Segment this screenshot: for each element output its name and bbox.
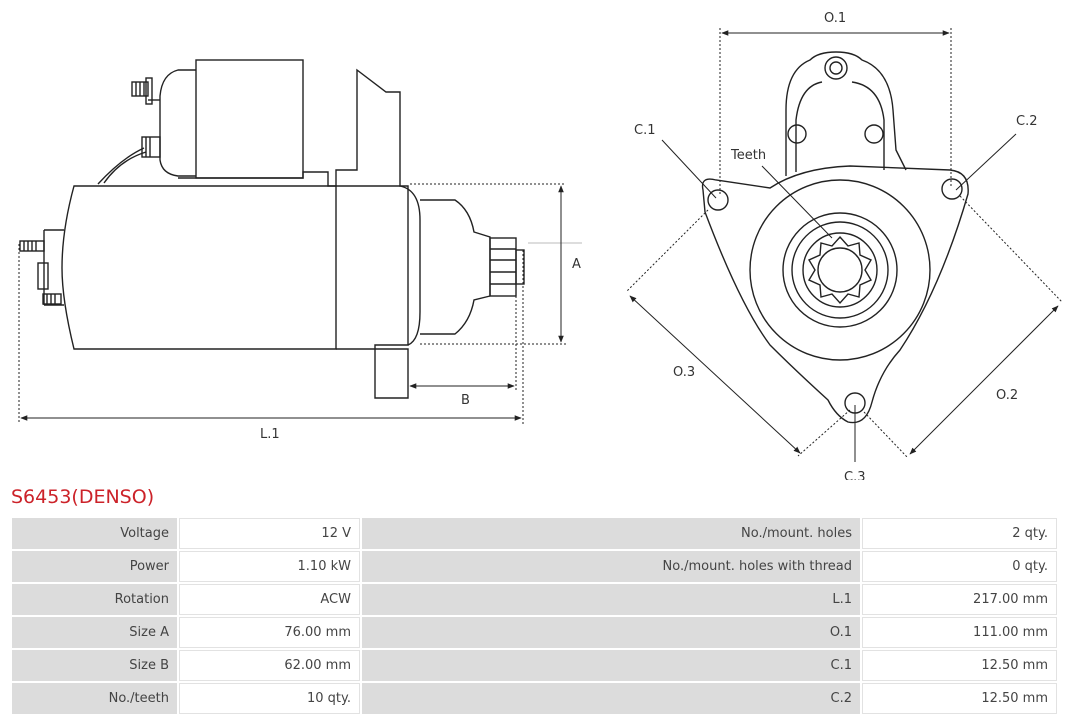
drive-housing: [178, 68, 409, 399]
spec-label: No./mount. holes: [362, 518, 860, 549]
front-view-dimensions: [625, 28, 1063, 462]
drive-nose: [420, 199, 491, 335]
dim-line-o3: [629, 295, 801, 454]
table-row: No./teeth 10 qty. C.2 12.50 mm: [12, 683, 1057, 714]
motor-body: [61, 185, 337, 350]
ground-stud: [42, 293, 62, 305]
front-view: [701, 51, 969, 424]
side-view-dimensions: [18, 183, 582, 424]
dim-label-b: B: [461, 393, 470, 408]
dim-label-o1: O.1: [824, 11, 846, 26]
spec-label: Power: [12, 551, 177, 582]
solenoid: [195, 59, 304, 179]
spec-value: 10 qty.: [179, 683, 360, 714]
spec-label: No./teeth: [12, 683, 177, 714]
dim-label-c3: C.3: [844, 470, 865, 480]
spec-label: Size B: [12, 650, 177, 681]
product-title: S6453(DENSO): [11, 486, 155, 508]
spec-value: 1.10 kW: [179, 551, 360, 582]
spec-value: 111.00 mm: [862, 617, 1057, 648]
mounting-flange: [701, 165, 969, 424]
mount-hole-c2: [941, 178, 963, 200]
dim-line-o2: [909, 305, 1059, 455]
spec-value: ACW: [179, 584, 360, 615]
table-row: Power 1.10 kW No./mount. holes with thre…: [12, 551, 1057, 582]
spec-value: 12.50 mm: [862, 650, 1057, 681]
starter-technical-drawing: A B L.1: [18, 11, 1063, 480]
dim-label-o2: O.2: [996, 388, 1018, 403]
spec-value: 62.00 mm: [179, 650, 360, 681]
spec-label: Voltage: [12, 518, 177, 549]
dim-label-c2: C.2: [1016, 114, 1037, 129]
table-row: Size B 62.00 mm C.1 12.50 mm: [12, 650, 1057, 681]
table-row: Size A 76.00 mm O.1 111.00 mm: [12, 617, 1057, 648]
dim-label-c1: C.1: [634, 123, 655, 138]
dim-label-l1: L.1: [260, 427, 280, 442]
side-view: [19, 59, 525, 399]
spec-label: Rotation: [12, 584, 177, 615]
pinion: [489, 237, 517, 297]
dim-label-a: A: [572, 257, 581, 272]
spec-label: O.1: [362, 617, 860, 648]
solenoid-cap: [785, 51, 907, 176]
spec-value: 12.50 mm: [862, 683, 1057, 714]
spec-value: 76.00 mm: [179, 617, 360, 648]
spec-label: No./mount. holes with thread: [362, 551, 860, 582]
dim-label-o3: O.3: [673, 365, 695, 380]
pinion-teeth: [807, 235, 873, 305]
spec-label: Size A: [12, 617, 177, 648]
specs-table: Voltage 12 V No./mount. holes 2 qty. Pow…: [10, 516, 1059, 716]
spec-value: 12 V: [179, 518, 360, 549]
table-row: Voltage 12 V No./mount. holes 2 qty.: [12, 518, 1057, 549]
dim-label-teeth: Teeth: [730, 148, 766, 163]
spec-value: 0 qty.: [862, 551, 1057, 582]
mount-hole-c1: [707, 189, 729, 211]
spec-label: L.1: [362, 584, 860, 615]
table-row: Rotation ACW L.1 217.00 mm: [12, 584, 1057, 615]
spec-label: C.1: [362, 650, 860, 681]
spec-label: C.2: [362, 683, 860, 714]
spec-value: 217.00 mm: [862, 584, 1057, 615]
spec-value: 2 qty.: [862, 518, 1057, 549]
motor-face: [749, 179, 931, 361]
